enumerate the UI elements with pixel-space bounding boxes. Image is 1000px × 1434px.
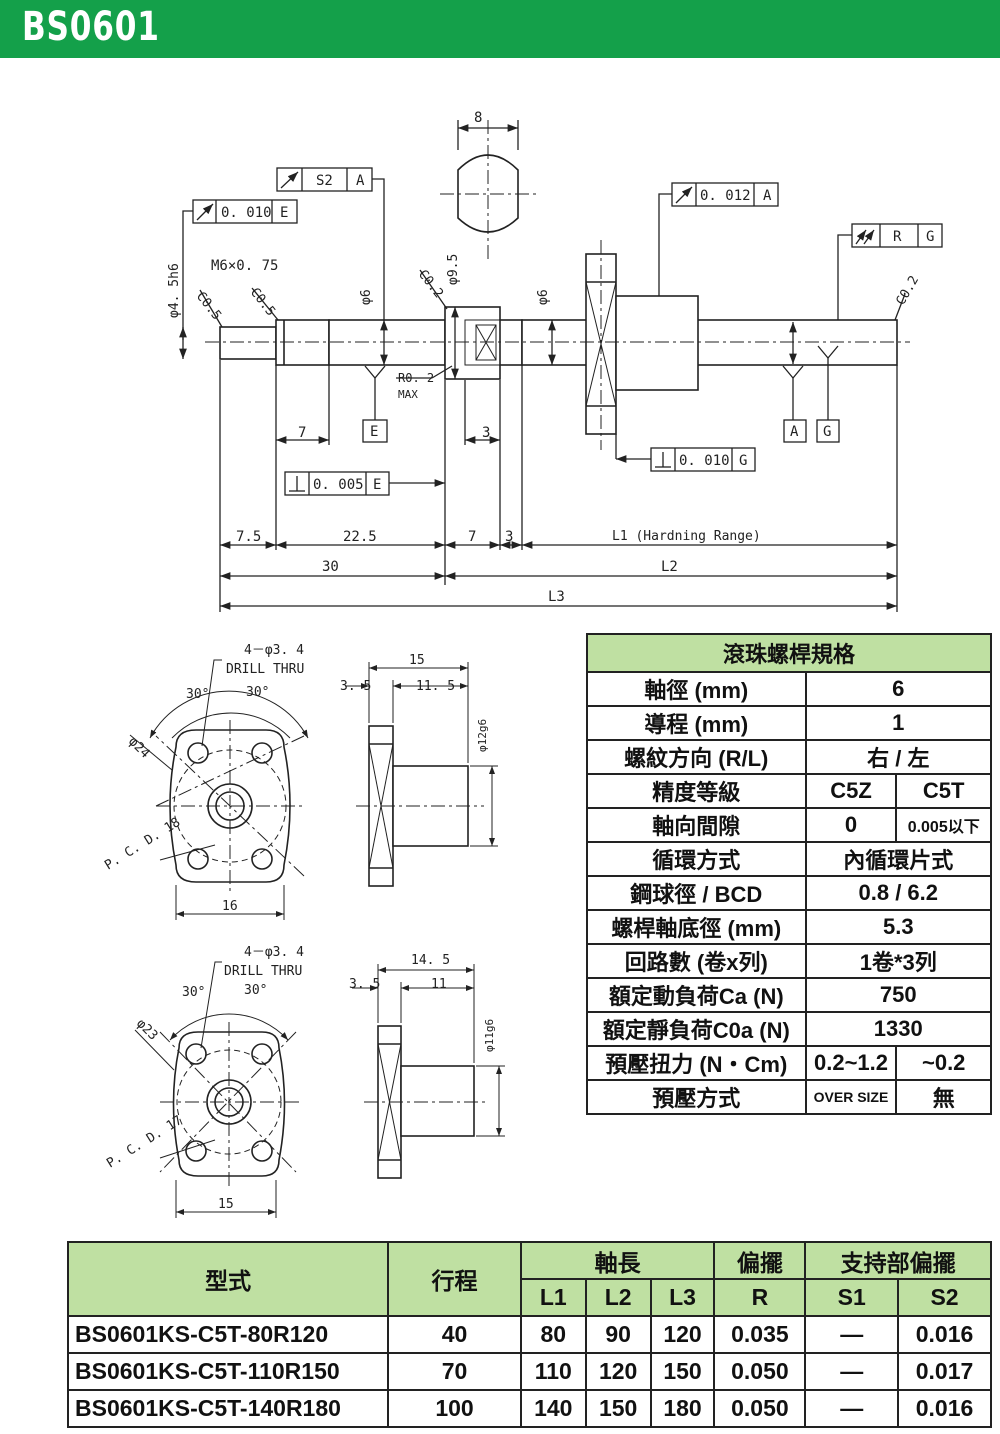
model-table: 型式 行程 軸長 偏擺 支持部偏擺 L1 L2 L3 R S1 S2 BS060… [66, 1241, 992, 1428]
svg-text:30: 30 [322, 559, 339, 575]
svg-text:P. C. D. 17: P. C. D. 17 [104, 1113, 185, 1171]
svg-text:C0.5: C0.5 [193, 289, 224, 323]
svg-text:MAX: MAX [398, 388, 418, 401]
svg-text:3. 5: 3. 5 [340, 679, 371, 694]
svg-text:7: 7 [468, 529, 476, 545]
svg-text:0. 010: 0. 010 [679, 453, 730, 469]
svg-text:φ11g6: φ11g6 [483, 1019, 496, 1052]
spec-table: 滾珠螺桿規格 軸徑 (mm)6 導程 (mm)1 螺紋方向 (R/L)右 / 左… [586, 633, 993, 1115]
svg-text:15: 15 [218, 1197, 234, 1212]
svg-text:16: 16 [222, 899, 238, 914]
svg-text:L1 (Hardning Range): L1 (Hardning Range) [612, 529, 761, 544]
svg-text:P. C. D. 18: P. C. D. 18 [102, 815, 183, 873]
col-stroke: 行程 [387, 1241, 522, 1317]
svg-text:4－φ3. 4: 4－φ3. 4 [244, 945, 304, 960]
svg-text:15: 15 [409, 653, 425, 668]
svg-text:φ24: φ24 [125, 734, 152, 761]
svg-text:0. 012: 0. 012 [700, 188, 751, 204]
shaft-drawing: S2 A 0. 010 E M6×0. 75 0. 012 A R G R0. … [167, 110, 943, 612]
svg-text:φ9.5: φ9.5 [446, 254, 461, 285]
svg-text:φ23: φ23 [133, 1016, 160, 1043]
svg-text:11. 5: 11. 5 [416, 679, 455, 694]
col-runout: 偏擺 [713, 1241, 807, 1280]
svg-text:7: 7 [298, 425, 306, 441]
spec-title: 滾珠螺桿規格 [586, 633, 992, 673]
col-model: 型式 [66, 1241, 390, 1317]
svg-text:φ6: φ6 [359, 289, 374, 305]
svg-text:φ4. 5h6: φ4. 5h6 [167, 263, 182, 318]
svg-text:11: 11 [431, 977, 447, 992]
spec-row: 導程 (mm)1 [586, 705, 993, 741]
svg-text:30°: 30° [182, 985, 205, 1000]
svg-text:G: G [823, 424, 831, 440]
col-support: 支持部偏擺 [804, 1241, 992, 1280]
svg-text:30°: 30° [246, 685, 269, 700]
spec-row: 額定靜負荷C0a (N)1330 [586, 1011, 993, 1047]
svg-text:A: A [763, 188, 772, 204]
svg-text:7.5: 7.5 [236, 529, 261, 545]
spec-row: 螺紋方向 (R/L)右 / 左 [586, 739, 993, 775]
spec-row: 循環方式內循環片式 [586, 841, 993, 877]
col-shaft: 軸長 [519, 1241, 716, 1280]
svg-text:0. 005: 0. 005 [313, 477, 364, 493]
spec-row: 額定動負荷Ca (N)750 [586, 977, 993, 1013]
svg-text:E: E [280, 205, 288, 221]
svg-text:3: 3 [482, 425, 490, 441]
svg-text:G: G [926, 229, 934, 245]
spec-row: 軸徑 (mm)6 [586, 671, 993, 707]
spec-row: 預壓扭力 (N・Cm)0.2~1.2~0.2 [586, 1045, 992, 1081]
svg-text:3: 3 [505, 529, 513, 545]
svg-text:4－φ3. 4: 4－φ3. 4 [244, 643, 304, 658]
svg-text:R: R [893, 229, 902, 245]
nut-drawings: 4－φ3. 4 DRILL THRU 30° 30° φ24 P. C. D. … [102, 643, 505, 1218]
svg-text:G: G [739, 453, 747, 469]
svg-text:M6×0. 75: M6×0. 75 [211, 258, 278, 274]
svg-text:DRILL THRU: DRILL THRU [226, 662, 304, 677]
svg-text:22.5: 22.5 [343, 529, 377, 545]
spec-row: 回路數 (卷x列)1卷*3列 [586, 943, 993, 979]
svg-text:30°: 30° [244, 983, 267, 998]
svg-text:C0.2: C0.2 [893, 273, 922, 308]
svg-text:φ6: φ6 [536, 289, 551, 305]
svg-text:0. 010: 0. 010 [221, 205, 272, 221]
svg-text:A: A [790, 424, 799, 440]
svg-text:L2: L2 [661, 559, 678, 575]
svg-text:3. 5: 3. 5 [349, 977, 380, 992]
svg-text:E: E [370, 424, 378, 440]
svg-text:L3: L3 [548, 589, 565, 605]
svg-text:14. 5: 14. 5 [411, 953, 450, 968]
svg-text:8: 8 [474, 110, 482, 126]
svg-text:φ12g6: φ12g6 [476, 719, 489, 752]
svg-text:C0.2: C0.2 [415, 267, 446, 301]
svg-text:30°: 30° [186, 687, 209, 702]
svg-text:S2: S2 [316, 173, 333, 189]
svg-text:E: E [373, 477, 381, 493]
header-bar: BS0601 [0, 0, 1000, 58]
svg-text:DRILL THRU: DRILL THRU [224, 964, 302, 979]
spec-row: 螺桿軸底徑 (mm)5.3 [586, 909, 993, 945]
svg-text:A: A [356, 173, 365, 189]
page-title: BS0601 [22, 4, 160, 50]
svg-text:R0. 2: R0. 2 [398, 371, 434, 385]
